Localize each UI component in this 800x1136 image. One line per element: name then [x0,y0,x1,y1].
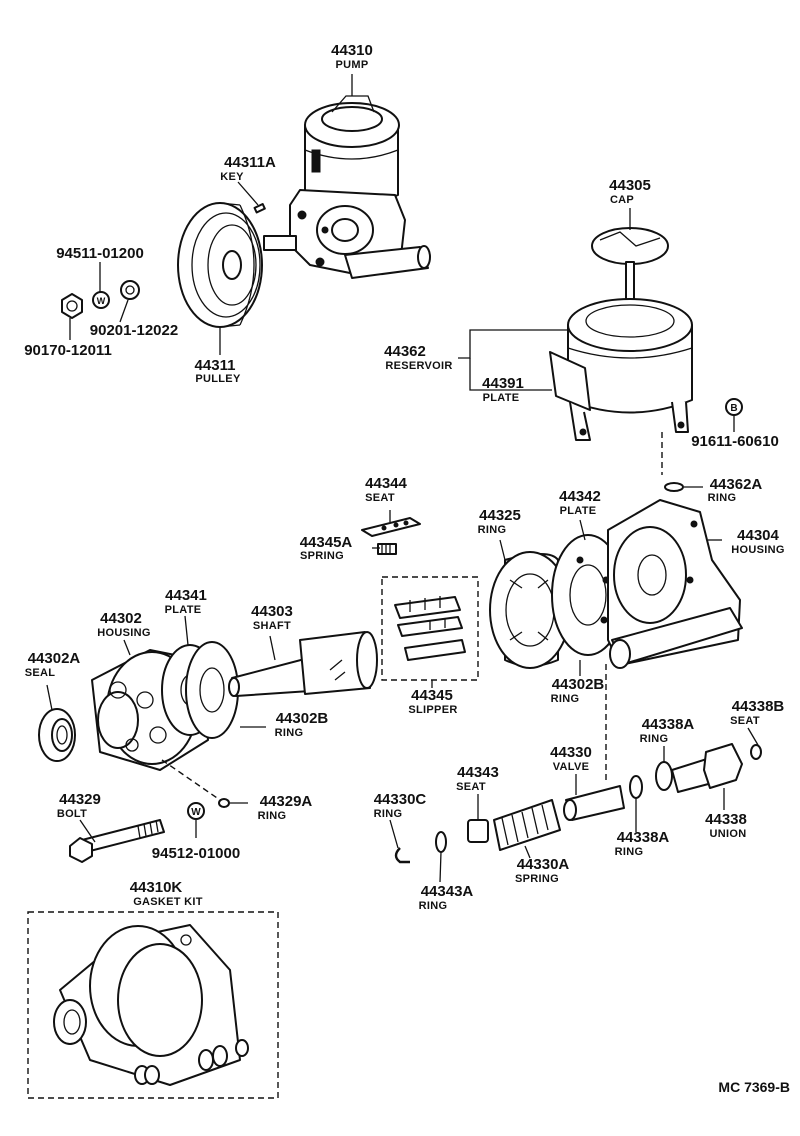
washer-mark-drawing: W [187,802,205,820]
label-44391-part: 44391 [482,375,524,392]
label-44345A-part: 44345A [300,534,353,551]
pulley-drawing [177,202,263,328]
rear-housing-drawing [607,499,743,669]
label-91611-60610-part: 91611-60610 [691,433,779,450]
label-44338-name: UNION [710,828,747,840]
label-44303-part: 44303 [251,603,293,620]
shaft-drawing [228,631,378,697]
plate-right-drawing [551,534,625,656]
label-44343-name: SEAT [456,781,486,793]
label-44311-name: PULLEY [195,373,241,385]
leader-lines [46,74,759,883]
bolt-drawing [69,798,230,863]
label-44329-part: 44329 [59,791,101,808]
label-44338B-part: 44338B [732,698,785,715]
label-44329-name: BOLT [57,808,87,820]
label-44362-part: 44362 [384,343,426,360]
label-44342-part: 44342 [559,488,601,505]
label-44329A-part: 44329A [260,793,313,810]
label-44310K-part: 44310K [130,879,183,896]
label-44338A-bottom-part: 44338A [617,829,670,846]
label-44330-name: VALVE [553,761,590,773]
bolt-mark: B [730,403,737,414]
label-44341-name: PLATE [165,604,202,616]
label-44343-part: 44343 [457,764,499,781]
label-44391-name: PLATE [483,392,520,404]
label-44344-part: 44344 [365,475,407,492]
label-44362-name: RESERVOIR [385,360,452,372]
label-44338A-bottom-name: RING [615,846,644,858]
seal-drawing [38,708,76,762]
washer-mark-top: W [97,296,106,306]
label-44343A-name: RING [419,900,448,912]
labels: 44310 PUMP 44311A KEY 44311 PULLEY 94511… [24,42,790,1095]
label-44325-part: 44325 [479,507,521,524]
label-44302A-name: SEAL [25,667,56,679]
label-44302-name: HOUSING [97,627,150,639]
label-44338-part: 44338 [705,811,747,828]
washer-mark: W [191,807,201,818]
label-44303-name: SHAFT [253,620,291,632]
label-44310-part: 44310 [331,42,373,59]
label-44345-name: SLIPPER [408,704,457,716]
label-94511-01200-part: 94511-01200 [56,245,144,262]
nut-and-washers-drawing [61,280,140,319]
label-44302B-left-part: 44302B [276,710,329,727]
reservoir-drawing: B [549,227,743,492]
label-44338A-top-name: RING [640,733,669,745]
label-44305-name: CAP [610,194,634,206]
label-44342-name: PLATE [560,505,597,517]
label-44302B-left-name: RING [275,727,304,739]
label-44311A-part: 44311A [224,154,276,171]
label-44304-part: 44304 [737,527,779,544]
label-44330A-name: SPRING [515,873,559,885]
label-44325-name: RING [478,524,507,536]
slipper-box-drawing [381,576,479,681]
label-44362A-part: 44362A [710,476,763,493]
label-44330-part: 44330 [550,744,592,761]
cam-ring-drawing [489,551,571,669]
label-44304-name: HOUSING [731,544,784,556]
label-90201-12022-part: 90201-12022 [90,322,178,339]
label-44302A-part: 44302A [28,650,81,667]
label-44311-part: 44311 [195,357,236,374]
label-44362A-name: RING [708,492,737,504]
label-44344-name: SEAT [365,492,395,504]
label-44330C-part: 44330C [374,791,427,808]
label-44302B-right-name: RING [551,693,580,705]
valve-group-drawing [394,743,762,864]
label-44310K-name: GASKET KIT [133,896,203,908]
label-44345A-name: SPRING [300,550,344,562]
label-44302B-right-part: 44302B [552,676,605,693]
label-44345-part: 44345 [411,687,453,704]
seat-drawing [361,517,421,537]
label-44305-part: 44305 [609,177,651,194]
label-44302-part: 44302 [100,610,142,627]
label-44341-part: 44341 [165,587,207,604]
label-44310-name: PUMP [336,59,369,71]
spring-small-drawing [377,543,397,555]
label-44330C-name: RING [374,808,403,820]
figure-code: MC 7369-B [718,1079,790,1095]
pump-assembly-drawing [253,95,431,279]
gasket-kit-drawing [27,911,279,1099]
label-90170-12011-part: 90170-12011 [24,342,112,359]
label-44329A-name: RING [258,810,287,822]
label-44338B-name: SEAT [730,715,760,727]
label-44338A-top-part: 44338A [642,716,695,733]
label-44343A-part: 44343A [421,883,474,900]
label-94512-01000-part: 94512-01000 [152,845,240,862]
label-44311A-name: KEY [220,171,244,183]
label-44330A-part: 44330A [517,856,570,873]
